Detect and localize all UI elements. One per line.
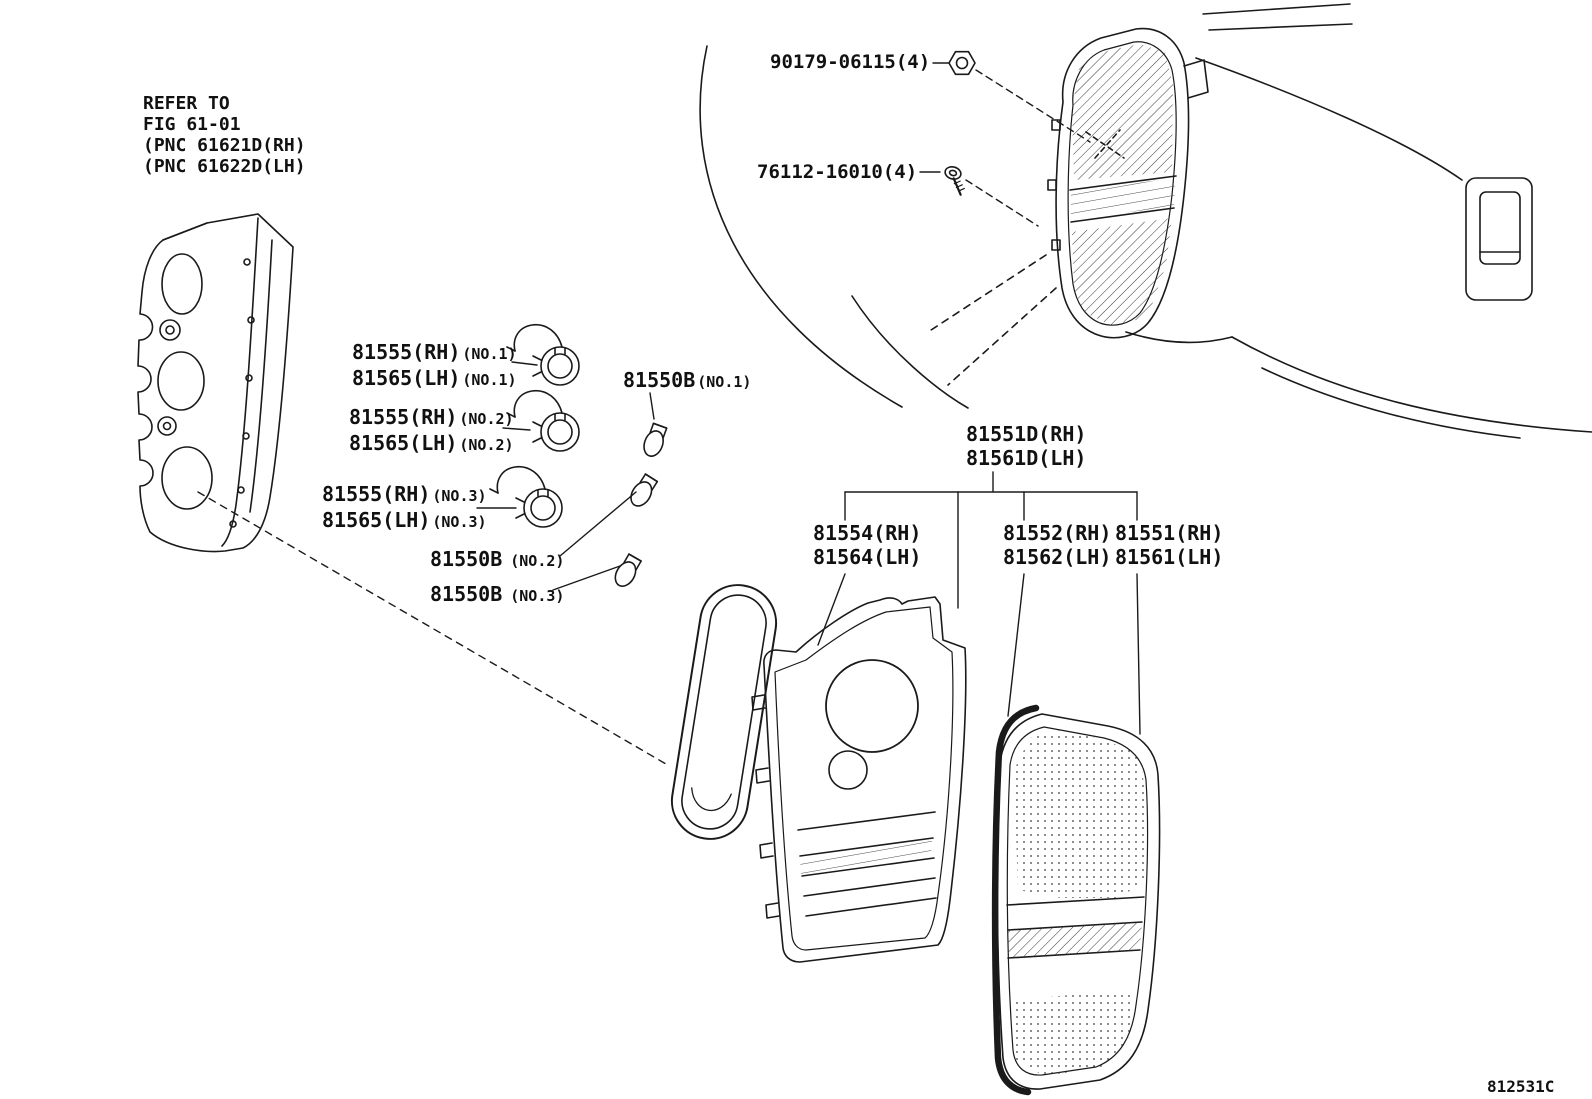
socket-icon-2 — [506, 389, 580, 452]
nut-icon — [948, 50, 976, 76]
label-lamp-lens: 81551(RH) 81561(LH) — [1115, 521, 1224, 569]
label-bulb-no1: 81550B(NO.1) — [623, 368, 752, 392]
socket-icon-3 — [489, 465, 563, 528]
label-bulb-no2: 81550B(NO.2) — [430, 547, 565, 571]
refer-note: REFER TO FIG 61-01 (PNC 61621D(RH) (PNC … — [143, 93, 306, 177]
bulb-icon-1 — [639, 421, 670, 460]
refer-note-line: REFER TO — [143, 93, 230, 114]
label-screw-part-number: 76112-16010(4) — [757, 161, 918, 183]
label-lamp-assembly: 81551D(RH) 81561D(LH) — [966, 422, 1087, 470]
refer-note-line: (PNC 61621D(RH) — [143, 135, 306, 156]
label-lamp-gasket: 81552(RH) 81562(LH) — [1003, 521, 1112, 569]
body-panel-drawing — [137, 213, 294, 553]
leader-lines — [197, 62, 1141, 765]
vehicle-body-drawing — [699, 3, 1592, 439]
label-socket-no2: 81555(RH)(NO.2) 81565(LH)(NO.2) — [349, 405, 514, 455]
label-socket-no1: 81555(RH)(NO.1) 81565(LH)(NO.1) — [352, 340, 517, 390]
bulb-icon-2 — [625, 472, 660, 511]
gasket-ring-drawing — [670, 584, 778, 840]
bulb-icon-3 — [610, 552, 644, 591]
tail-lamp-installed-drawing — [1047, 27, 1209, 339]
lens-drawing — [991, 704, 1161, 1096]
socket-icon-1 — [506, 323, 580, 386]
screw-icon — [944, 166, 965, 196]
label-bulb-no3: 81550B(NO.3) — [430, 582, 565, 606]
label-nut-part-number: 90179-06115(4) — [770, 51, 931, 73]
lamp-housing-drawing — [751, 596, 967, 963]
refer-note-line: (PNC 61622D(LH) — [143, 156, 306, 177]
label-lamp-body: 81554(RH) 81564(LH) — [813, 521, 922, 569]
refer-note-line: FIG 61-01 — [143, 114, 241, 135]
label-socket-no3: 81555(RH)(NO.3) 81565(LH)(NO.3) — [322, 482, 487, 532]
lens-gasket-edge — [991, 704, 1040, 1096]
figure-code: 812531C — [1487, 1077, 1555, 1096]
